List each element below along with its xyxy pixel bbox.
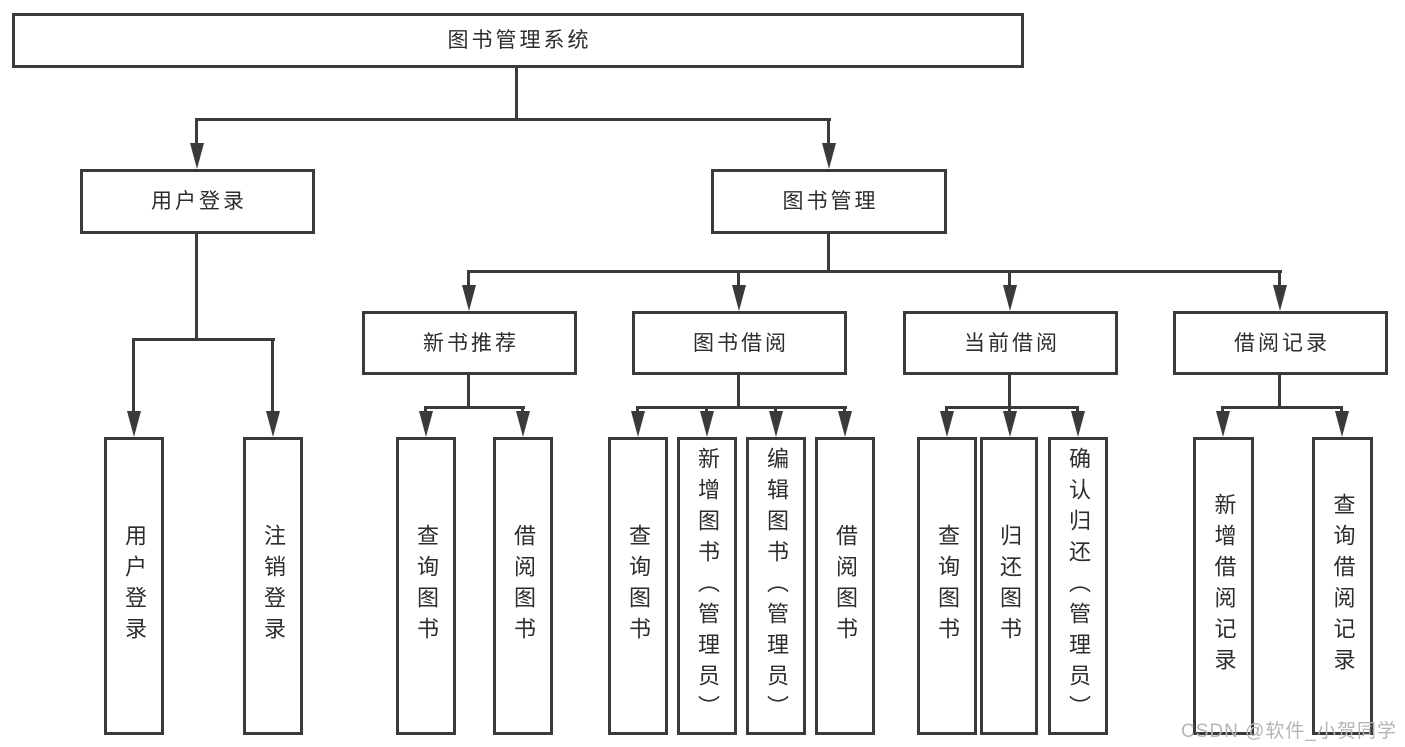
arrow-down-icon xyxy=(940,411,954,437)
connector-line xyxy=(1008,373,1011,409)
connector-line xyxy=(515,66,518,121)
node-label: 用户登录 xyxy=(151,190,247,213)
connector-line xyxy=(1221,406,1343,409)
leaf-add-borrow-record: 新增借阅记录 xyxy=(1193,437,1254,735)
node-label: 新书推荐 xyxy=(423,331,519,355)
node-label: 图书借阅 xyxy=(693,331,789,355)
connector-line xyxy=(132,338,135,414)
arrow-down-icon xyxy=(419,411,433,437)
arrow-down-icon xyxy=(1003,411,1017,437)
arrow-down-icon xyxy=(631,411,645,437)
connector-line xyxy=(132,338,275,341)
connector-line xyxy=(467,270,1282,273)
leaf-borrow-books: 借阅图书 xyxy=(815,437,875,735)
node-label: 查询图书 xyxy=(414,524,439,648)
leaf-query-books-recommend: 查询图书 xyxy=(396,437,456,735)
csdn-watermark: CSDN @软件_小贺同学 xyxy=(1181,721,1397,742)
node-label: 查询图书 xyxy=(626,524,651,648)
arrow-down-icon xyxy=(127,411,141,437)
node-library-management-system: 图书管理系统 xyxy=(12,13,1024,68)
arrow-down-icon xyxy=(1273,285,1287,311)
leaf-query-books-current: 查询图书 xyxy=(917,437,977,735)
leaf-logout: 注销登录 xyxy=(243,437,303,735)
node-label: 查询借阅记录 xyxy=(1330,493,1356,679)
leaf-query-books-borrow: 查询图书 xyxy=(608,437,668,735)
node-label: 新增借阅记录 xyxy=(1211,493,1237,679)
connector-line xyxy=(1278,270,1281,288)
connector-line xyxy=(1008,270,1011,288)
leaf-return-books: 归还图书 xyxy=(980,437,1038,735)
leaf-query-borrow-record: 查询借阅记录 xyxy=(1312,437,1373,735)
arrow-down-icon xyxy=(769,411,783,437)
arrow-down-icon xyxy=(732,285,746,311)
connector-line xyxy=(945,406,1079,409)
node-label: 当前借阅 xyxy=(964,331,1060,355)
connector-line xyxy=(737,373,740,409)
arrow-down-icon xyxy=(838,411,852,437)
node-label: 归还图书 xyxy=(997,524,1022,648)
leaf-borrow-books-recommend: 借阅图书 xyxy=(493,437,553,735)
node-label: 用户登录 xyxy=(122,524,147,648)
leaf-edit-books-admin: 编辑图书（管理员） xyxy=(746,437,806,735)
connector-line xyxy=(195,232,198,341)
arrow-down-icon xyxy=(462,285,476,311)
node-book-management: 图书管理 xyxy=(711,169,947,234)
node-borrowing-records: 借阅记录 xyxy=(1173,311,1388,375)
node-label: 借阅图书 xyxy=(833,524,858,648)
connector-line xyxy=(424,406,525,409)
connector-line xyxy=(195,118,831,121)
arrow-down-icon xyxy=(1216,411,1230,437)
node-new-book-recommendation: 新书推荐 xyxy=(362,311,577,375)
node-label: 注销登录 xyxy=(261,524,286,648)
node-label: 图书管理 xyxy=(782,190,879,213)
arrow-down-icon xyxy=(266,411,280,437)
leaf-user-login: 用户登录 xyxy=(104,437,164,735)
node-label: 借阅图书 xyxy=(511,524,536,648)
connector-line xyxy=(636,406,847,409)
arrow-down-icon xyxy=(1335,411,1349,437)
leaf-add-books-admin: 新增图书（管理员） xyxy=(677,437,737,735)
connector-line xyxy=(1278,373,1281,409)
arrow-down-icon xyxy=(190,143,204,169)
leaf-confirm-return-admin: 确认归还（管理员） xyxy=(1048,437,1108,735)
node-label: 编辑图书（管理员） xyxy=(764,446,789,726)
arrow-down-icon xyxy=(516,411,530,437)
connector-line xyxy=(737,270,740,288)
arrow-down-icon xyxy=(822,143,836,169)
connector-line xyxy=(271,338,274,414)
node-label: 借阅记录 xyxy=(1234,331,1330,355)
node-label: 新增图书（管理员） xyxy=(695,446,720,726)
connector-line xyxy=(195,118,198,158)
node-book-borrowing: 图书借阅 xyxy=(632,311,847,375)
node-current-borrowing: 当前借阅 xyxy=(903,311,1118,375)
connector-line xyxy=(467,270,470,288)
node-label: 查询图书 xyxy=(935,524,960,648)
connector-line xyxy=(467,373,470,409)
arrow-down-icon xyxy=(700,411,714,437)
connector-line xyxy=(827,232,830,273)
arrow-down-icon xyxy=(1003,285,1017,311)
node-user-login: 用户登录 xyxy=(80,169,315,234)
arrow-down-icon xyxy=(1071,411,1085,437)
node-label: 确认归还（管理员） xyxy=(1066,446,1091,726)
node-label: 图书管理系统 xyxy=(447,29,592,52)
connector-line xyxy=(827,118,830,158)
